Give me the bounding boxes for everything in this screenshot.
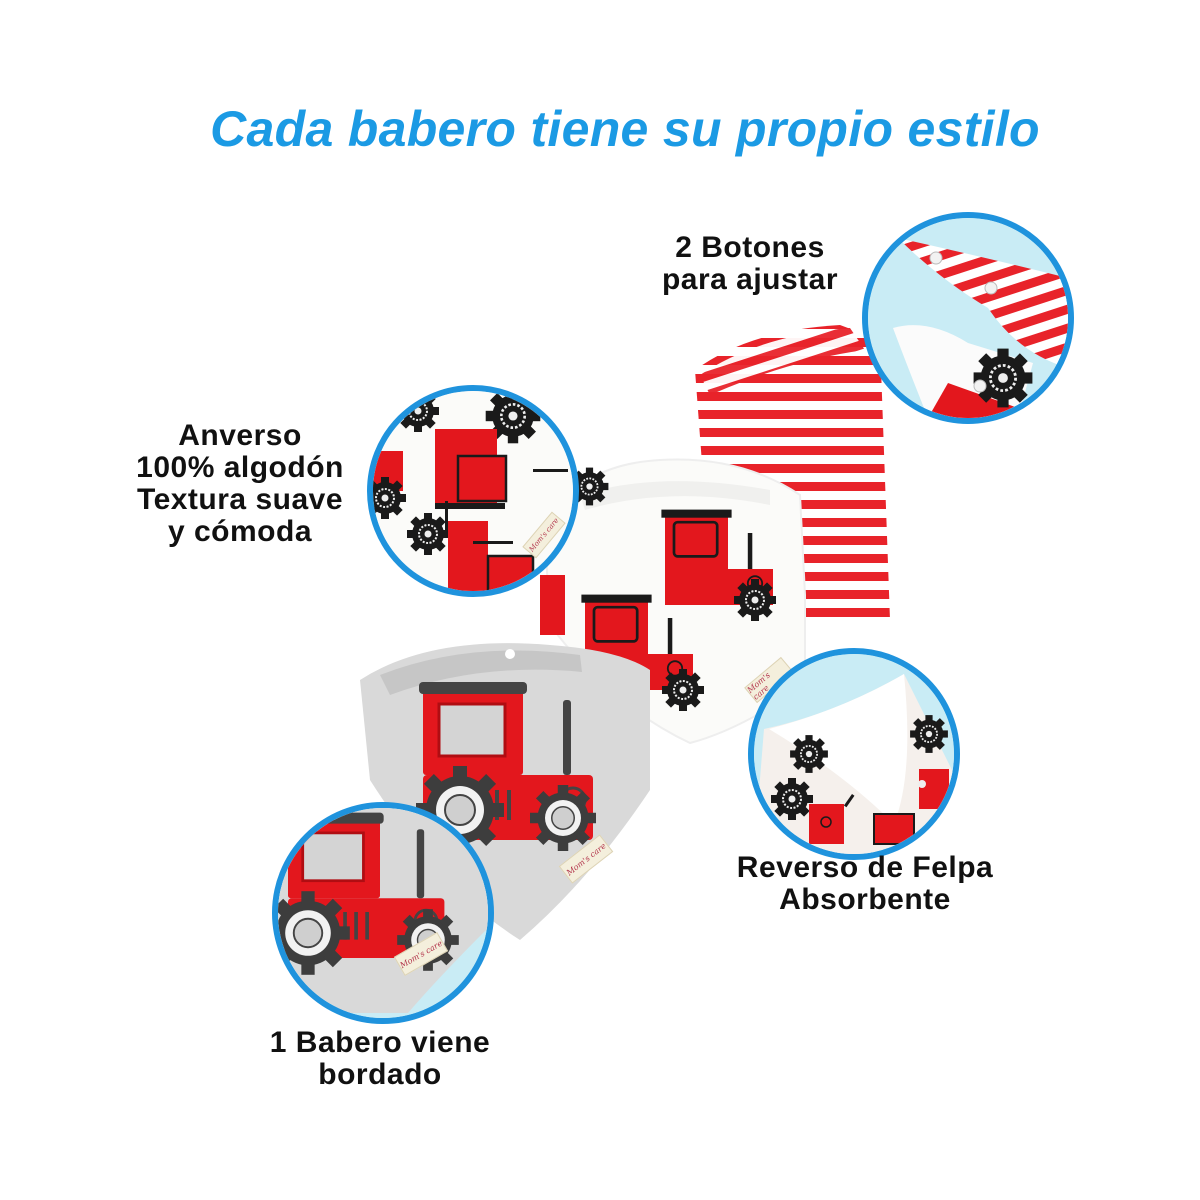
page-title: Cada babero tiene su propio estilo xyxy=(210,101,1040,157)
front-fabric-detail-circle: Mom's care xyxy=(367,385,579,597)
buttons-detail-circle xyxy=(862,212,1074,424)
embroidered-detail-circle: Mom's care xyxy=(272,802,494,1024)
embroidered-callout: 1 Babero viene bordado xyxy=(269,1026,491,1091)
back-fleece-callout: Reverso de Felpa Absorbente xyxy=(736,851,994,916)
front-fabric-callout: Anverso 100% algodón Textura suave y cóm… xyxy=(136,419,344,548)
buttons-callout: 2 Botones para ajustar xyxy=(661,231,839,296)
back-fleece-detail-circle xyxy=(748,648,960,860)
